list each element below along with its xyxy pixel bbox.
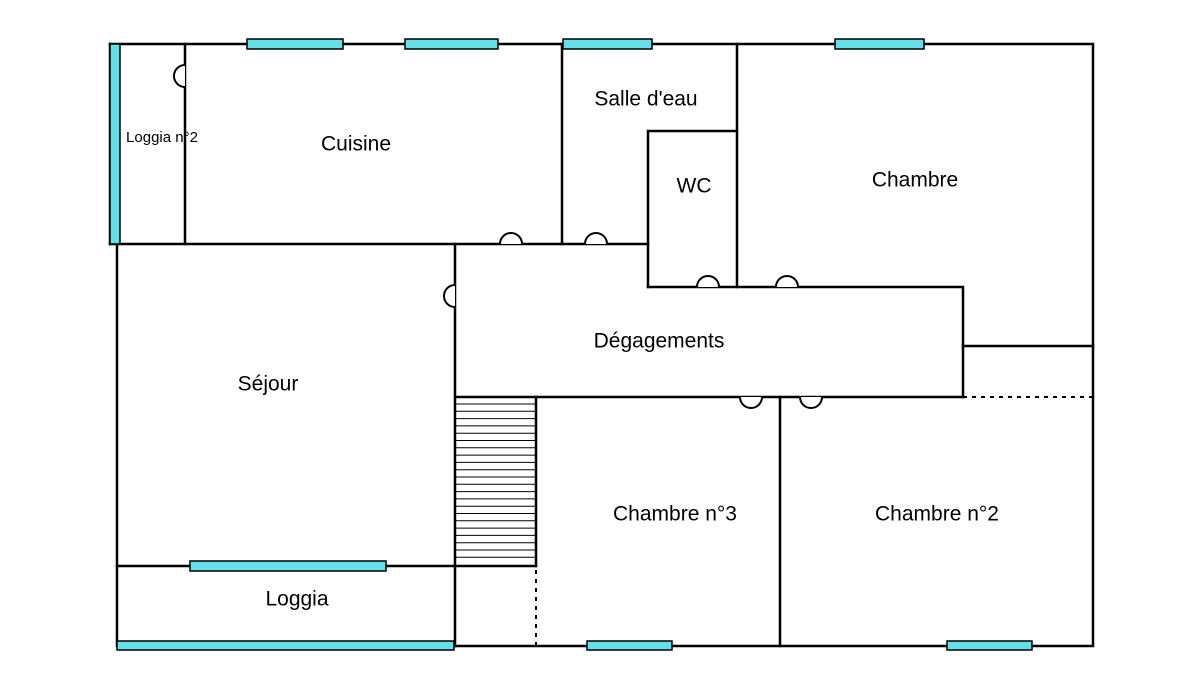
room-label-cuisine: Cuisine xyxy=(321,133,391,156)
room-label-sejour: Séjour xyxy=(238,373,299,396)
room-label-wc: WC xyxy=(677,175,712,198)
wall-wc xyxy=(646,129,739,289)
door-sejour xyxy=(443,284,456,308)
door-chambre3 xyxy=(739,396,763,409)
room-labels: Loggia n°2 Cuisine Salle d'eau WC Chambr… xyxy=(126,88,999,611)
window-chambre2 xyxy=(946,640,1033,651)
room-label-chambre: Chambre xyxy=(872,169,958,192)
window-loggia xyxy=(116,640,455,651)
window-chambre xyxy=(834,38,925,50)
windows xyxy=(109,38,1033,651)
door-chambre xyxy=(775,275,799,288)
room-label-degagements: Dégagements xyxy=(594,330,725,353)
window-cuisine-1 xyxy=(246,38,344,50)
doors xyxy=(173,64,823,409)
outer-wall xyxy=(108,42,1095,648)
staircase xyxy=(455,403,536,558)
window-salle-eau xyxy=(562,38,653,50)
room-label-salle-eau: Salle d'eau xyxy=(594,88,697,111)
room-label-chambre3: Chambre n°3 xyxy=(613,503,737,526)
window-sejour xyxy=(189,560,387,572)
room-label-loggia: Loggia xyxy=(265,588,328,611)
door-chambre2 xyxy=(799,396,823,409)
window-chambre3 xyxy=(586,640,673,651)
door-loggia2 xyxy=(173,64,186,88)
window-cuisine-2 xyxy=(404,38,499,50)
door-wc xyxy=(696,275,720,288)
window-loggia2 xyxy=(109,43,121,245)
wall-degagements-north xyxy=(646,285,965,399)
door-salle-eau xyxy=(584,232,608,245)
door-cuisine xyxy=(499,232,523,245)
dotted-partitions xyxy=(535,396,1093,646)
room-label-loggia2: Loggia n°2 xyxy=(126,129,198,146)
room-label-chambre2: Chambre n°2 xyxy=(875,503,999,526)
